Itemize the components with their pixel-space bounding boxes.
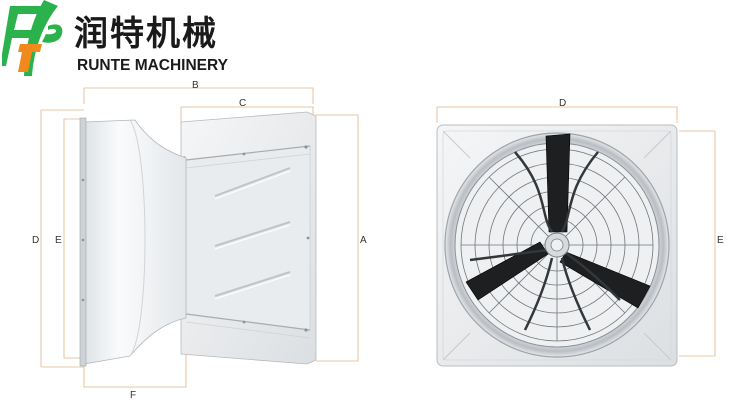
- front-dim-label-e: E: [717, 235, 724, 246]
- front-dim-label-d: D: [559, 98, 566, 109]
- front-view-fan: [436, 106, 716, 367]
- brand-name-english: RUNTE MACHINERY: [77, 57, 228, 74]
- dim-label-f: F: [130, 390, 136, 400]
- dim-label-d: D: [32, 235, 39, 246]
- dim-label-e: E: [55, 235, 62, 246]
- runte-logo-icon: [2, 0, 63, 76]
- brand-name-chinese: 润特机械: [74, 14, 218, 54]
- dim-label-b: B: [192, 80, 199, 91]
- front-dimension-lines: [436, 106, 716, 357]
- dim-label-c: C: [239, 98, 246, 109]
- side-view-fan: [40, 87, 359, 388]
- dim-label-a: A: [360, 235, 367, 246]
